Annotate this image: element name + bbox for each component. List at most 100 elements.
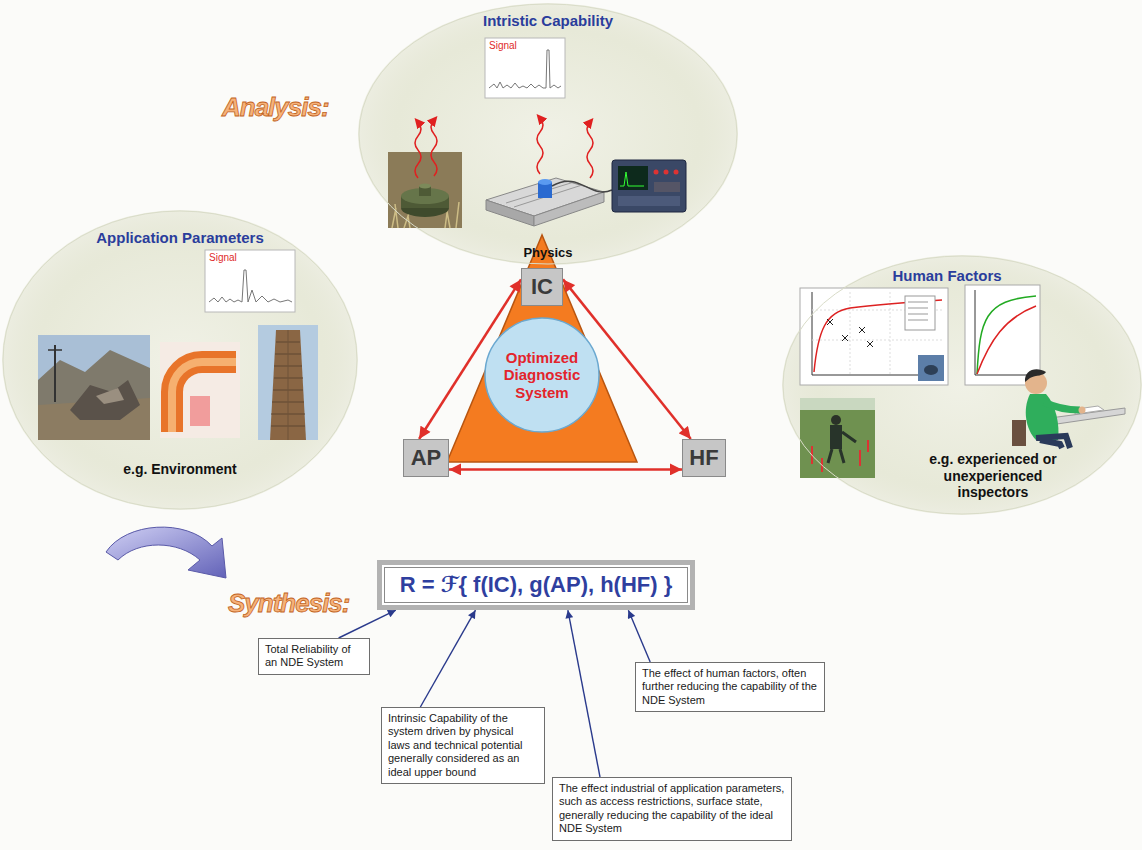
text-slot: Physics: [498, 245, 598, 261]
callout-box: The effect of human factors, often furth…: [635, 662, 825, 712]
region-heading: Intristic Capability: [448, 12, 648, 30]
ultrasonic-instrument: [654, 182, 680, 192]
goal-label: Optimized Diagnostic System: [496, 349, 588, 401]
callout-text: The effect industrial of application par…: [559, 782, 785, 836]
abbrev-label: HF: [689, 446, 718, 470]
callout-box: Total Reliability of an NDE System: [258, 638, 370, 675]
landmine-photo: [388, 152, 462, 228]
text-slot: Signal: [209, 252, 237, 263]
pod-chart: [800, 288, 948, 385]
test-specimen: [552, 181, 612, 192]
roc-chart: [977, 306, 1036, 374]
signal-label: Signal: [209, 252, 237, 263]
deminer-photo: [800, 398, 875, 410]
text-slot: Application Parameters: [70, 229, 290, 247]
ellipse-outline: [359, 4, 737, 264]
roc-chart: [977, 296, 1036, 374]
landmine-photo: [419, 184, 431, 189]
ruins-photo: [38, 335, 150, 440]
pod-chart: [800, 288, 948, 385]
signal-chart: [205, 250, 295, 312]
ellipse-ground: [782, 255, 1142, 515]
synthesis-arrow: [106, 527, 226, 578]
deminer-photo: [812, 440, 868, 472]
tower-photo: [288, 330, 289, 440]
callout-text: Total Reliability of an NDE System: [265, 643, 363, 670]
formula-box: R = ℱ{ f(IC), g(AP), h(HF) }: [377, 560, 696, 610]
interaction-arrow: [449, 468, 682, 471]
deminer-photo: [800, 398, 875, 478]
signal-chart: [485, 38, 565, 98]
region-heading: Application Parameters: [70, 229, 290, 247]
text-slot: Human Factors: [847, 267, 1047, 285]
signal-label: Signal: [489, 40, 517, 51]
inspector-figure: [1044, 402, 1080, 410]
tower-photo: [258, 325, 318, 440]
text-slot: e.g. Environment: [95, 461, 265, 478]
ultrasonic-instrument: [618, 166, 648, 190]
ellipse-ground: [358, 3, 738, 265]
region-note: e.g. experienced or unexperienced inspec…: [918, 451, 1068, 501]
deminer-photo: [800, 398, 875, 478]
abbrev-label: IC: [531, 275, 553, 299]
region-note: Physics: [498, 245, 598, 261]
ultrasonic-instrument: [654, 170, 659, 175]
inspector-figure: [1012, 420, 1026, 446]
pod-chart: [908, 302, 928, 320]
roc-chart: [965, 285, 1040, 385]
callout-text: The effect of human factors, often furth…: [642, 667, 818, 707]
ultrasonic-instrument: [612, 160, 686, 212]
pipe-drawing: [190, 396, 210, 426]
goal-circle: Optimized Diagnostic System: [484, 317, 600, 433]
ultrasonic-instrument: [664, 170, 669, 175]
text-slot: Synthesis:: [228, 588, 350, 619]
ruins-photo: [54, 345, 56, 402]
emission-arrows: [415, 122, 421, 178]
pod-chart: [827, 319, 873, 347]
ultrasonic-instrument: [618, 196, 680, 206]
leader-arrow: [628, 610, 650, 662]
text-slot: Signal: [489, 40, 517, 51]
tower-photo: [258, 325, 318, 440]
abbrev-label: AP: [411, 446, 442, 470]
inspector-figure: [1079, 407, 1086, 414]
inspector-figure: [1012, 369, 1125, 448]
region-note: e.g. Environment: [95, 461, 265, 478]
region-heading: Human Factors: [847, 267, 1047, 285]
signal-chart: [485, 38, 565, 98]
pipe-drawing: [160, 342, 240, 438]
deminer-photo: [830, 425, 842, 449]
ruins-photo: [38, 335, 150, 440]
ruins-photo: [70, 380, 140, 420]
abbrev-box: HF: [682, 439, 726, 477]
leader-arrow: [568, 610, 600, 777]
stage-heading: Synthesis:: [228, 588, 350, 619]
pod-chart: [905, 296, 935, 330]
pipe-drawing: [160, 342, 240, 438]
formula-text: R = ℱ{ f(IC), g(AP), h(HF) }: [400, 572, 673, 598]
callout-box: The effect industrial of application par…: [552, 777, 792, 841]
signal-chart: [205, 250, 295, 312]
ultrasonic-instrument: [674, 170, 679, 175]
callout-box: Intrinsic Capability of the system drive…: [381, 707, 545, 784]
pipe-drawing: [172, 362, 236, 432]
ultrasonic-instrument: [620, 172, 644, 186]
text-slot: Intristic Capability: [448, 12, 648, 30]
abbrev-box: IC: [521, 268, 563, 306]
landmine-photo: [388, 152, 462, 228]
ellipse-ground: [2, 3, 1142, 515]
signal-chart: [209, 270, 292, 302]
synthesis-arrow: [106, 527, 226, 578]
ellipse-outline: [783, 256, 1141, 514]
pod-chart: [918, 355, 944, 381]
pod-chart: [924, 365, 938, 375]
ellipse-region: Application Parameters e.g. Environment: [2, 210, 358, 510]
inspector-figure: [1026, 394, 1059, 440]
callout-text: Intrinsic Capability of the system drive…: [388, 712, 538, 779]
ultrasonic-instrument: [612, 160, 686, 212]
